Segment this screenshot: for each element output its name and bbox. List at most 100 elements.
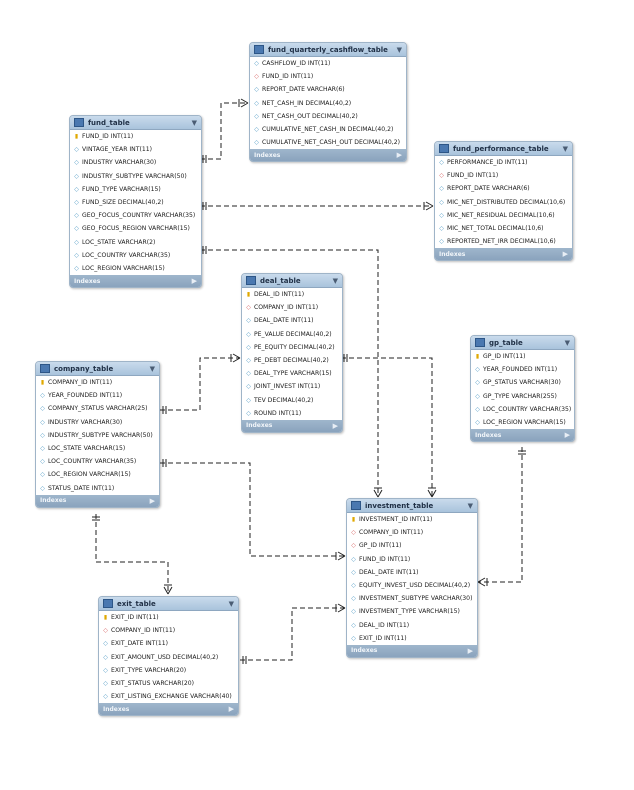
table-fund-performance[interactable]: fund_performance_table ▼ ◇PERFORMANCE_ID…: [434, 141, 573, 262]
indexes-footer[interactable]: Indexes ▶: [435, 248, 572, 261]
column-row[interactable]: ◇LOC_STATE VARCHAR(15): [36, 442, 159, 455]
column-row[interactable]: ▮COMPANY_ID INT(11): [36, 376, 159, 389]
column-row[interactable]: ◇EXIT_STATUS VARCHAR(20): [99, 677, 238, 690]
column-row[interactable]: ◇FUND_TYPE VARCHAR(15): [70, 183, 201, 196]
column-row[interactable]: ◇DEAL_TYPE VARCHAR(15): [242, 367, 342, 380]
column-row[interactable]: ◇FUND_SIZE DECIMAL(40,2): [70, 196, 201, 209]
collapse-triangle-icon[interactable]: ▼: [149, 364, 155, 373]
column-row[interactable]: ◇INVESTMENT_SUBTYPE VARCHAR(30): [347, 592, 477, 605]
column-row[interactable]: ◇JOINT_INVEST INT(11): [242, 380, 342, 393]
indexes-footer[interactable]: Indexes ▶: [471, 429, 574, 442]
column-row[interactable]: ◇INDUSTRY_SUBTYPE VARCHAR(50): [36, 429, 159, 442]
column-row[interactable]: ◇VINTAGE_YEAR INT(11): [70, 143, 201, 156]
collapse-triangle-icon[interactable]: ▼: [396, 45, 402, 54]
indexes-footer[interactable]: Indexes ▶: [242, 419, 342, 432]
table-header[interactable]: company_table ▼: [36, 362, 159, 376]
indexes-footer[interactable]: Indexes ▶: [250, 149, 406, 162]
column-row[interactable]: ◇EXIT_DATE INT(11): [99, 637, 238, 650]
column-row[interactable]: ◇PE_DEBT DECIMAL(40,2): [242, 354, 342, 367]
column-row[interactable]: ◇MIC_NET_DISTRIBUTED DECIMAL(10,6): [435, 196, 572, 209]
table-fund[interactable]: fund_table ▼ ▮FUND_ID INT(11)◇VINTAGE_YE…: [69, 115, 202, 289]
table-gp[interactable]: gp_table ▼ ▮GP_ID INT(11)◇YEAR_FOUNDED I…: [470, 335, 575, 443]
column-row[interactable]: ▮GP_ID INT(11): [471, 350, 574, 363]
collapse-triangle-icon[interactable]: ▼: [562, 144, 568, 153]
column-row[interactable]: ◇REPORTED_NET_IRR DECIMAL(10,6): [435, 235, 572, 248]
expand-arrow-icon[interactable]: ▶: [467, 646, 473, 655]
column-row[interactable]: ◇DEAL_ID INT(11): [347, 619, 477, 632]
column-row[interactable]: ◇LOC_REGION VARCHAR(15): [36, 468, 159, 481]
column-row[interactable]: ◇DEAL_DATE INT(11): [242, 314, 342, 327]
column-row[interactable]: ◇STATUS_DATE INT(11): [36, 482, 159, 495]
table-investment[interactable]: investment_table ▼ ▮INVESTMENT_ID INT(11…: [346, 498, 478, 658]
column-row[interactable]: ◇NET_CASH_OUT DECIMAL(40,2): [250, 110, 406, 123]
indexes-footer[interactable]: Indexes ▶: [347, 644, 477, 657]
column-row[interactable]: ◇LOC_REGION VARCHAR(15): [471, 416, 574, 429]
column-row[interactable]: ▮INVESTMENT_ID INT(11): [347, 513, 477, 526]
column-row[interactable]: ◇TEV DECIMAL(40,2): [242, 394, 342, 407]
collapse-triangle-icon[interactable]: ▼: [564, 338, 570, 347]
indexes-footer[interactable]: Indexes ▶: [36, 494, 159, 507]
column-row[interactable]: ◇EXIT_TYPE VARCHAR(20): [99, 664, 238, 677]
column-row[interactable]: ◇FUND_ID INT(11): [435, 169, 572, 182]
indexes-footer[interactable]: Indexes ▶: [70, 275, 201, 288]
column-row[interactable]: ◇GP_TYPE VARCHAR(255): [471, 390, 574, 403]
column-row[interactable]: ◇REPORT_DATE VARCHAR(6): [435, 182, 572, 195]
column-row[interactable]: ◇LOC_REGION VARCHAR(15): [70, 262, 201, 275]
column-row[interactable]: ▮DEAL_ID INT(11): [242, 288, 342, 301]
column-row[interactable]: ◇INDUSTRY VARCHAR(30): [70, 156, 201, 169]
table-company[interactable]: company_table ▼ ▮COMPANY_ID INT(11)◇YEAR…: [35, 361, 160, 508]
column-row[interactable]: ◇GEO_FOCUS_REGION VARCHAR(15): [70, 222, 201, 235]
table-deal[interactable]: deal_table ▼ ▮DEAL_ID INT(11)◇COMPANY_ID…: [241, 273, 343, 433]
column-row[interactable]: ◇DEAL_DATE INT(11): [347, 566, 477, 579]
column-row[interactable]: ◇COMPANY_ID INT(11): [99, 624, 238, 637]
table-header[interactable]: gp_table ▼: [471, 336, 574, 350]
collapse-triangle-icon[interactable]: ▼: [191, 118, 197, 127]
table-header[interactable]: fund_performance_table ▼: [435, 142, 572, 156]
expand-arrow-icon[interactable]: ▶: [332, 421, 338, 430]
column-row[interactable]: ◇INDUSTRY_SUBTYPE VARCHAR(50): [70, 170, 201, 183]
column-row[interactable]: ◇EXIT_LISTING_EXCHANGE VARCHAR(40): [99, 690, 238, 703]
column-row[interactable]: ◇CASHFLOW_ID INT(11): [250, 57, 406, 70]
column-row[interactable]: ◇ROUND INT(11): [242, 407, 342, 420]
indexes-footer[interactable]: Indexes ▶: [99, 703, 238, 716]
table-header[interactable]: exit_table ▼: [99, 597, 238, 611]
table-header[interactable]: deal_table ▼: [242, 274, 342, 288]
column-row[interactable]: ◇GEO_FOCUS_COUNTRY VARCHAR(35): [70, 209, 201, 222]
column-row[interactable]: ▮EXIT_ID INT(11): [99, 611, 238, 624]
column-row[interactable]: ◇EQUITY_INVEST_USD DECIMAL(40,2): [347, 579, 477, 592]
column-row[interactable]: ◇MIC_NET_RESIDUAL DECIMAL(10,6): [435, 209, 572, 222]
expand-arrow-icon[interactable]: ▶: [562, 250, 568, 259]
column-row[interactable]: ◇LOC_STATE VARCHAR(2): [70, 236, 201, 249]
table-fund-quarterly-cashflow[interactable]: fund_quarterly_cashflow_table ▼ ◇CASHFLO…: [249, 42, 407, 163]
column-row[interactable]: ◇INDUSTRY VARCHAR(30): [36, 416, 159, 429]
column-row[interactable]: ▮FUND_ID INT(11): [70, 130, 201, 143]
column-row[interactable]: ◇LOC_COUNTRY VARCHAR(35): [36, 455, 159, 468]
column-row[interactable]: ◇EXIT_AMOUNT_USD DECIMAL(40,2): [99, 651, 238, 664]
column-row[interactable]: ◇LOC_COUNTRY VARCHAR(35): [70, 249, 201, 262]
collapse-triangle-icon[interactable]: ▼: [467, 501, 473, 510]
collapse-triangle-icon[interactable]: ▼: [228, 599, 234, 608]
table-exit[interactable]: exit_table ▼ ▮EXIT_ID INT(11)◇COMPANY_ID…: [98, 596, 239, 717]
expand-arrow-icon[interactable]: ▶: [564, 431, 570, 440]
column-row[interactable]: ◇CUMULATIVE_NET_CASH_IN DECIMAL(40,2): [250, 123, 406, 136]
expand-arrow-icon[interactable]: ▶: [149, 496, 155, 505]
collapse-triangle-icon[interactable]: ▼: [332, 276, 338, 285]
column-row[interactable]: ◇EXIT_ID INT(11): [347, 632, 477, 645]
table-header[interactable]: investment_table ▼: [347, 499, 477, 513]
column-row[interactable]: ◇GP_ID INT(11): [347, 539, 477, 552]
expand-arrow-icon[interactable]: ▶: [228, 705, 234, 714]
column-row[interactable]: ◇PE_VALUE DECIMAL(40,2): [242, 328, 342, 341]
column-row[interactable]: ◇NET_CASH_IN DECIMAL(40,2): [250, 97, 406, 110]
column-row[interactable]: ◇MIC_NET_TOTAL DECIMAL(10,6): [435, 222, 572, 235]
column-row[interactable]: ◇PE_EQUITY DECIMAL(40,2): [242, 341, 342, 354]
column-row[interactable]: ◇YEAR_FOUNDED INT(11): [471, 363, 574, 376]
expand-arrow-icon[interactable]: ▶: [396, 151, 402, 160]
column-row[interactable]: ◇FUND_ID INT(11): [250, 70, 406, 83]
column-row[interactable]: ◇COMPANY_ID INT(11): [242, 301, 342, 314]
column-row[interactable]: ◇YEAR_FOUNDED INT(11): [36, 389, 159, 402]
column-row[interactable]: ◇INVESTMENT_TYPE VARCHAR(15): [347, 605, 477, 618]
column-row[interactable]: ◇LOC_COUNTRY VARCHAR(35): [471, 403, 574, 416]
column-row[interactable]: ◇PERFORMANCE_ID INT(11): [435, 156, 572, 169]
column-row[interactable]: ◇GP_STATUS VARCHAR(30): [471, 376, 574, 389]
column-row[interactable]: ◇COMPANY_STATUS VARCHAR(25): [36, 402, 159, 415]
